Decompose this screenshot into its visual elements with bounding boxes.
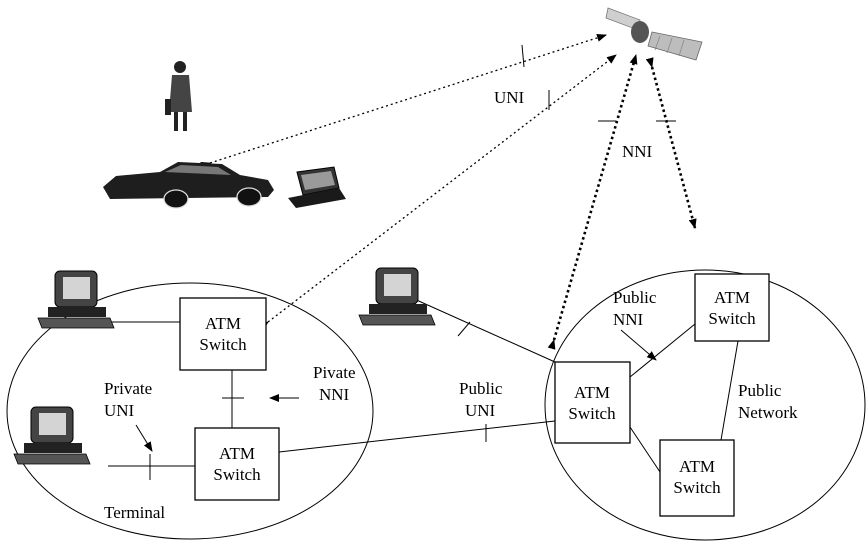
private-network-ellipse [6,282,374,540]
wireless-car-satellite-link [200,33,607,170]
svg-text:Switch: Switch [568,404,616,423]
svg-text:ATM: ATM [574,383,610,402]
svg-text:ATM: ATM [219,444,255,463]
pivate-nni-label-line2: NNI [319,385,350,404]
public-network-ellipse [544,269,866,541]
desktop-computer-icon [37,270,115,329]
svg-text:Switch: Switch [213,465,261,484]
svg-text:ATM: ATM [679,457,715,476]
laptop-icon [288,166,346,208]
atm-switch-public-top: ATM Switch [694,273,770,342]
link-top-to-bottom-switch [720,340,739,441]
link-standalone-pc-to-public [411,297,556,363]
desktop-computer-icon [13,406,91,465]
public-nni-label-line2: NNI [613,310,644,329]
nni-label: NNI [622,142,653,161]
wireless-links [200,33,697,350]
public-network-label-line1: Public [738,381,782,400]
public-uni-label-line2: UNI [465,401,496,420]
public-nni-label-line1: Public [613,288,657,307]
private-uni-label-line1: Private [104,379,152,398]
public-nni-arrow [620,329,657,361]
svg-text:ATM: ATM [205,314,241,333]
satellite-icon [605,7,703,61]
car-icon [103,162,274,209]
atm-switch-public-bottom: ATM Switch [659,439,735,517]
public-uni-label-line1: Public [459,379,503,398]
uni-label: UNI [494,88,525,107]
pivate-nni-label-line1: Pivate [313,363,356,382]
link-public-switch-to-top [629,323,696,378]
terminal-label: Terminal [104,503,165,522]
svg-text:Switch: Switch [708,309,756,328]
desktop-computer-icon [358,267,436,326]
private-uni-label-line2: UNI [104,401,135,420]
businesswoman-icon [165,61,192,131]
atm-switch-public-left: ATM Switch [554,361,631,444]
link-public-switch-to-bottom [629,426,661,473]
public-network-label-line2: Network [738,403,798,422]
atm-switch-private-bottom: ATM Switch [194,427,280,501]
nni-satellite-link-right [645,57,697,229]
private-uni-arrow [135,424,153,452]
solid-links [97,297,739,473]
svg-text:Switch: Switch [673,478,721,497]
link-private-to-public-switch [278,420,556,453]
svg-text:Switch: Switch [199,335,247,354]
svg-text:ATM: ATM [714,288,750,307]
atm-switch-private-top: ATM Switch [179,297,267,371]
